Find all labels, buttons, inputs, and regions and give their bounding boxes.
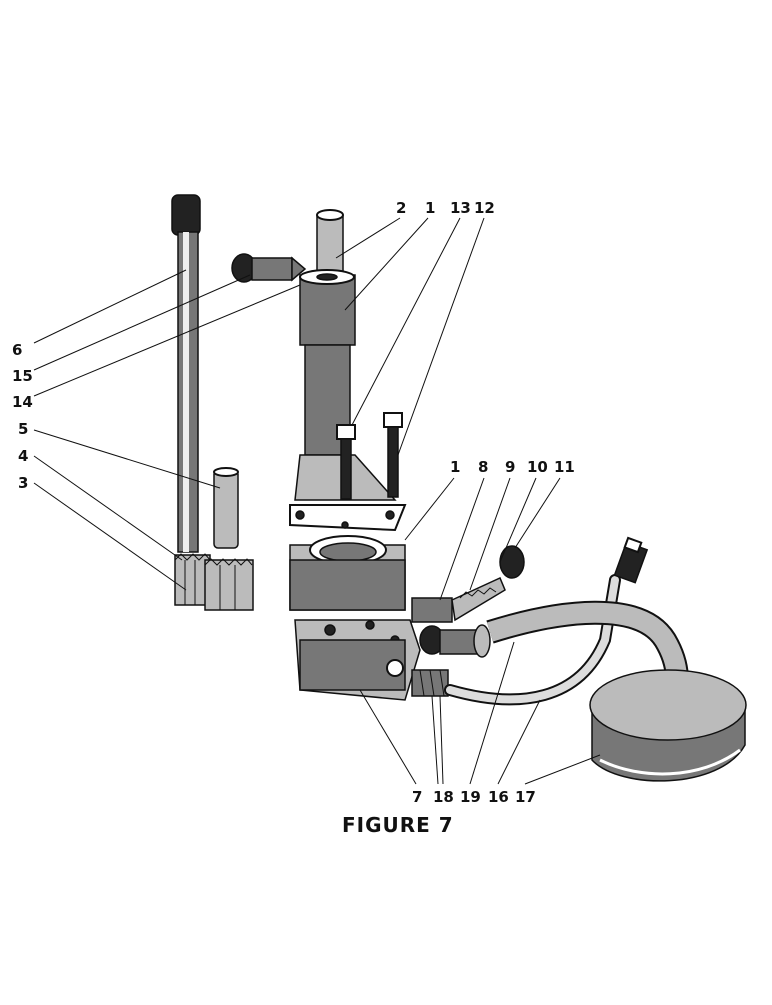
part-pipe-nut bbox=[411, 669, 449, 697]
part-bolts bbox=[336, 412, 403, 500]
part-number-labels: 2 1 13 12 6 15 14 5 4 3 1 8 9 10 11 7 18… bbox=[12, 199, 575, 806]
label-1-lower: 1 bbox=[450, 458, 460, 476]
label-8: 8 bbox=[478, 458, 488, 476]
label-4: 4 bbox=[18, 447, 28, 465]
label-17: 17 bbox=[515, 788, 536, 806]
part-drive-shaft bbox=[171, 194, 201, 553]
label-5: 5 bbox=[18, 420, 28, 438]
label-15: 15 bbox=[12, 367, 33, 385]
label-14: 14 bbox=[12, 393, 33, 411]
label-18: 18 bbox=[433, 788, 454, 806]
label-6: 6 bbox=[12, 341, 22, 359]
part-pump-housing bbox=[289, 535, 406, 611]
part-pump-base bbox=[294, 619, 421, 701]
part-strainer bbox=[589, 669, 747, 782]
label-19: 19 bbox=[460, 788, 481, 806]
label-13: 13 bbox=[450, 199, 471, 217]
part-pipe-union bbox=[419, 624, 491, 658]
label-16: 16 bbox=[488, 788, 509, 806]
label-3: 3 bbox=[18, 474, 28, 492]
part-gear-pin bbox=[213, 467, 239, 549]
part-pump-gears bbox=[174, 553, 254, 611]
label-9: 9 bbox=[505, 458, 515, 476]
label-7: 7 bbox=[412, 788, 422, 806]
label-1-top: 1 bbox=[425, 199, 435, 217]
part-relief-valve bbox=[411, 545, 525, 623]
part-pump-body-upper bbox=[289, 269, 407, 532]
label-10: 10 bbox=[527, 458, 548, 476]
label-2: 2 bbox=[396, 199, 406, 217]
label-11: 11 bbox=[554, 458, 575, 476]
label-12: 12 bbox=[474, 199, 495, 217]
leader-lines bbox=[33, 217, 601, 785]
part-outlet-pipe bbox=[316, 209, 344, 276]
figure-caption: FIGURE 7 bbox=[342, 813, 454, 837]
